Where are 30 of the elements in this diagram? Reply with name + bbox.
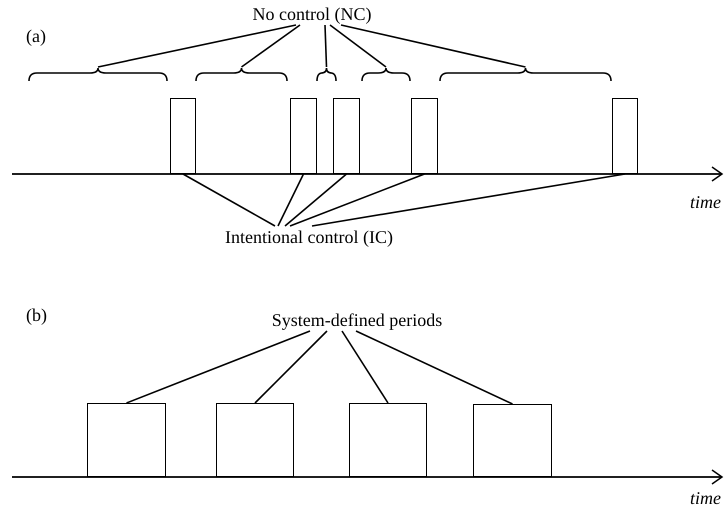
caption-text: Intentional control (IC) bbox=[225, 227, 393, 247]
panel-label: (b) bbox=[26, 305, 47, 325]
period-box bbox=[612, 98, 638, 174]
leader-line bbox=[284, 173, 348, 227]
period-box bbox=[411, 98, 438, 174]
leader-line bbox=[98, 24, 296, 68]
leader-line bbox=[356, 330, 513, 405]
leader-line bbox=[290, 173, 425, 227]
period-box bbox=[349, 403, 427, 477]
leader-line bbox=[241, 24, 300, 68]
leader-line bbox=[182, 173, 276, 227]
leader-line bbox=[341, 330, 389, 404]
period-box bbox=[333, 98, 360, 174]
leader-line bbox=[254, 330, 328, 404]
axis-label: time bbox=[690, 192, 721, 212]
period-box bbox=[290, 98, 317, 174]
leader-line bbox=[330, 24, 386, 68]
leader-line bbox=[324, 24, 328, 68]
leader-line bbox=[277, 174, 304, 226]
leader-line bbox=[340, 24, 526, 68]
period-box bbox=[87, 403, 166, 477]
period-box bbox=[473, 404, 552, 477]
caption-text: System-defined periods bbox=[272, 310, 442, 330]
leader-line bbox=[312, 173, 626, 227]
leader-line bbox=[126, 330, 310, 404]
caption-text: No control (NC) bbox=[252, 4, 372, 24]
period-box bbox=[170, 98, 196, 174]
panel-label: (a) bbox=[26, 26, 46, 46]
axis-label: time bbox=[690, 488, 721, 508]
period-box bbox=[216, 403, 294, 477]
